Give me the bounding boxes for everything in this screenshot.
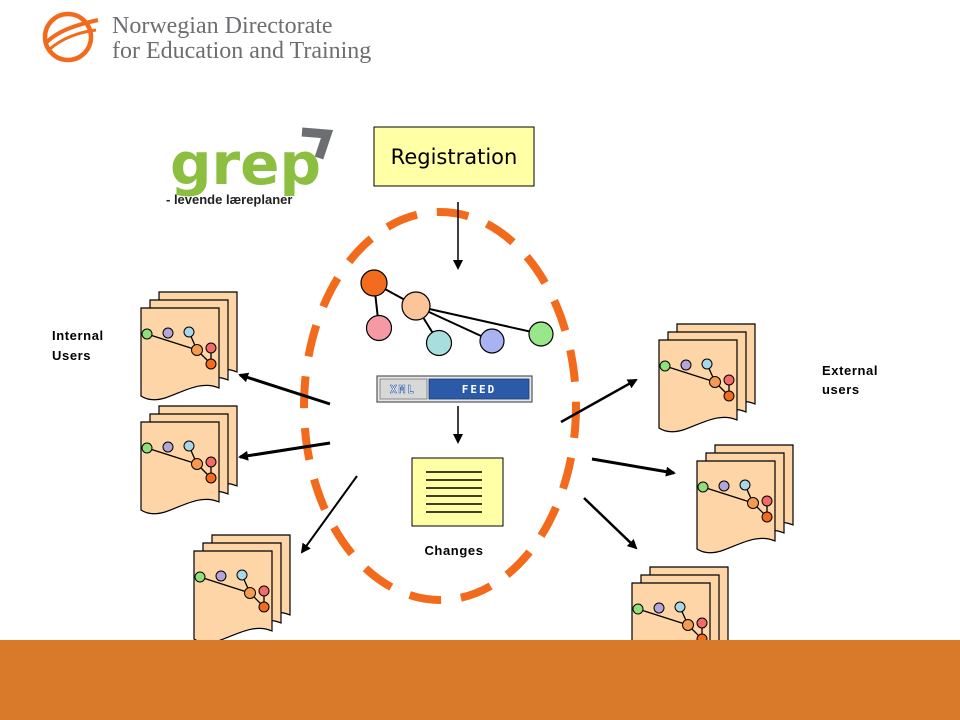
org-name-line1: Norwegian Directorate [112, 13, 333, 39]
internal-users-label-line1: Internal [52, 328, 104, 343]
directorate-emblem-icon [42, 11, 99, 63]
xml-badge-right-text: FEED [462, 383, 497, 396]
changes-label: Changes [424, 543, 483, 558]
external-user-document-stack [696, 444, 794, 554]
directorate-logo: Norwegian Directorate for Education and … [42, 11, 371, 64]
internal-arrow-3 [300, 475, 358, 554]
internal-arrow-1 [238, 372, 331, 406]
internal-user-document-stack [193, 534, 291, 644]
graph-node [479, 328, 505, 354]
external-user-document-stack [658, 323, 756, 433]
graph-node [401, 291, 431, 321]
dashed-boundary-ellipse [300, 208, 580, 604]
registration-label: Registration [391, 145, 518, 169]
external-arrow-2 [591, 457, 676, 477]
org-name-line2: for Education and Training [112, 38, 371, 64]
external-arrow-3 [583, 497, 638, 550]
central-network-graph [360, 269, 554, 357]
xml-badge-left-text: XML [390, 383, 416, 396]
grep-wordmark: grep [170, 130, 321, 198]
internal-user-document-stack [140, 291, 238, 401]
graph-node [360, 269, 388, 297]
internal-arrow-2 [238, 441, 331, 461]
external-arrow-1 [560, 378, 638, 424]
grep-chevron-icon [301, 127, 334, 160]
registration-box: Registration [373, 126, 535, 187]
xml-feed-badge: XML FEED [376, 375, 533, 403]
footer-band [0, 640, 960, 720]
grep-tagline: - levende læreplaner [166, 192, 292, 207]
graph-node [365, 314, 393, 342]
changes-document [411, 457, 504, 527]
external-users-label-line1: External [822, 363, 878, 378]
graph-node [425, 329, 453, 357]
internal-users-label-line2: Users [52, 348, 91, 363]
grep-logo: grep - levende læreplaner [166, 127, 334, 207]
external-users-label-line2: users [822, 382, 860, 397]
graph-node [528, 321, 554, 347]
internal-user-document-stack [140, 405, 238, 515]
